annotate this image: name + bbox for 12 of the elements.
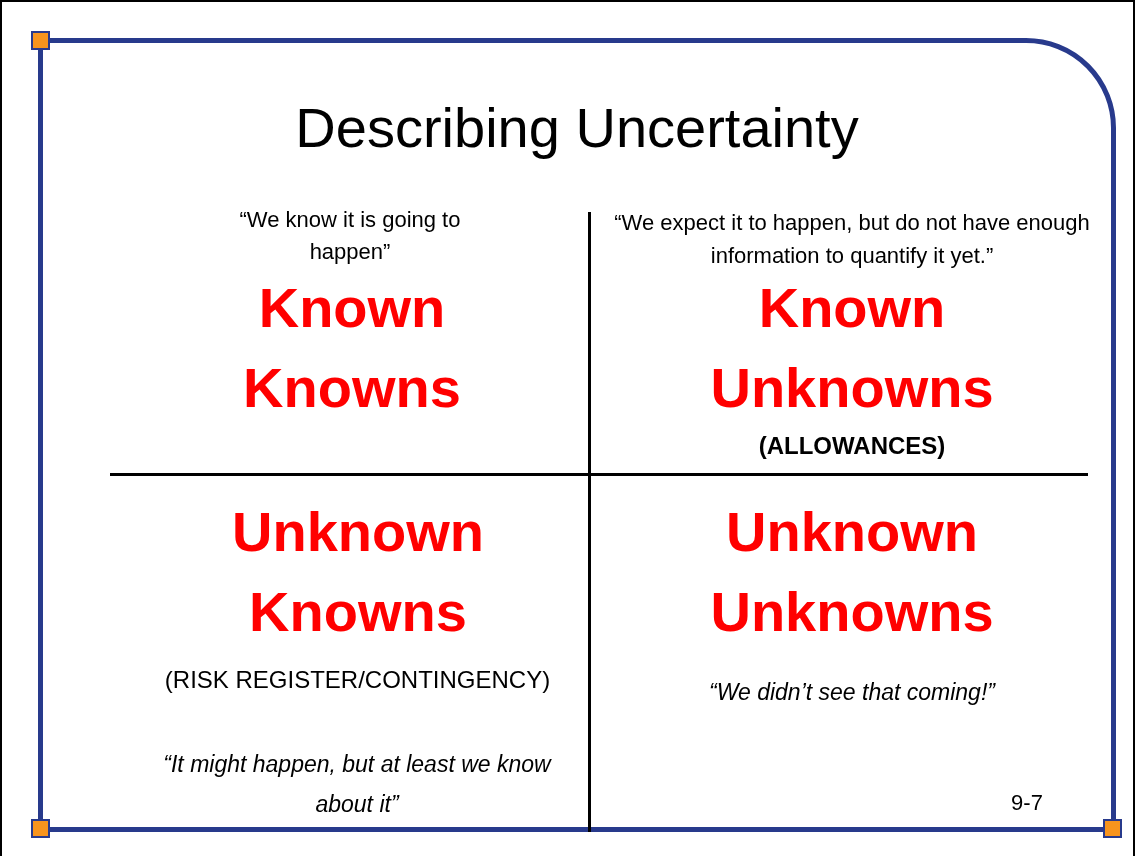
slide-number: 9-7 — [1010, 789, 1044, 817]
slide-title: Describing Uncertainty — [294, 95, 860, 161]
note-text: (RISK REGISTER/CONTINGENCY) — [163, 665, 552, 695]
note-text: (ALLOWANCES) — [757, 431, 947, 461]
quadrant-heading: Unknown Knowns — [231, 499, 485, 645]
quadrant-heading: Unknown Unknowns — [709, 499, 995, 645]
quote-text: “We know it is going to happen” — [238, 206, 462, 266]
quadrant-heading: Known Knowns — [242, 275, 462, 421]
quote-text: “We didn’t see that coming!” — [708, 678, 997, 706]
quote-text: “It might happen, but at least we know about it” — [162, 750, 553, 819]
quote-text: “We expect it to happen, but do not have enough information to quantify it yet.” — [613, 209, 1091, 270]
quadrant-heading: Known Unknowns — [709, 275, 995, 421]
